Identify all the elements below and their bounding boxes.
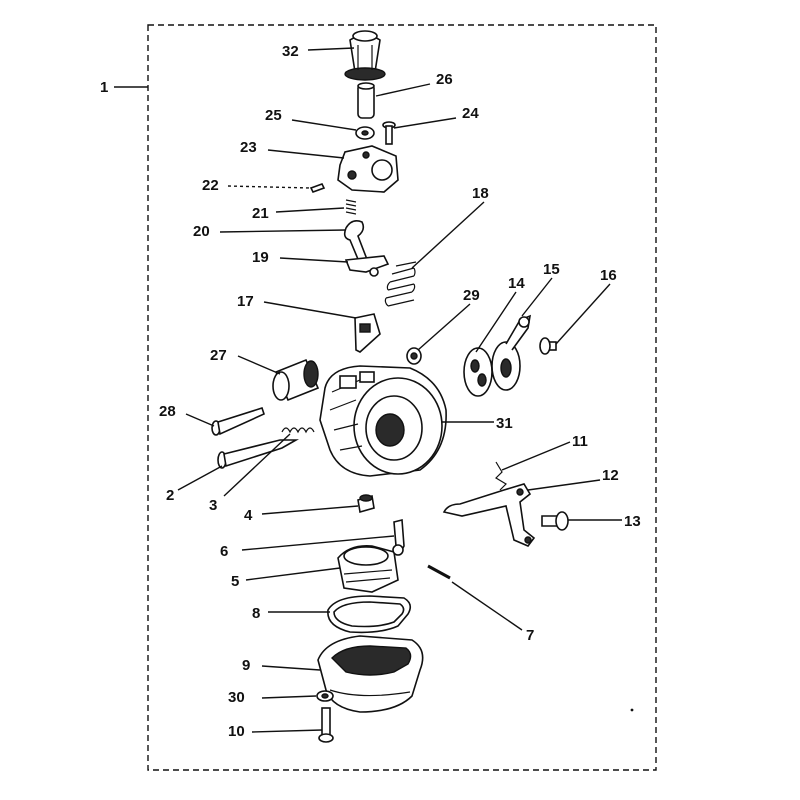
callout-label-2: 2 [166, 487, 174, 504]
part-31-carburetor-body [319, 365, 447, 477]
part-11-spring-wire [495, 461, 507, 491]
part-13-screw [541, 511, 569, 531]
part-28-screw [211, 406, 265, 436]
leader-29 [417, 303, 471, 351]
leader-26 [375, 83, 431, 97]
leader-22 [227, 185, 311, 189]
part-15-pump-cover [491, 314, 532, 391]
callout-label-5: 5 [231, 573, 239, 590]
callout-label-12: 12 [602, 467, 619, 484]
leader-24 [393, 117, 457, 129]
callout-label-29: 29 [463, 287, 480, 304]
leader-17 [263, 301, 357, 319]
part-24-screw [382, 121, 396, 145]
leader-2 [177, 465, 223, 491]
callout-label-21: 21 [252, 205, 269, 222]
part-5-float [337, 544, 404, 593]
leader-16 [555, 283, 611, 345]
callout-label-28: 28 [159, 403, 176, 420]
part-2-adjusting-screw [217, 439, 300, 469]
callout-label-25: 25 [265, 107, 282, 124]
part-21-spring [345, 199, 357, 215]
callout-label-6: 6 [220, 543, 228, 560]
leader-14 [475, 291, 517, 353]
leader-11 [501, 441, 571, 471]
callout-label-15: 15 [543, 261, 560, 278]
part-30-washer [316, 690, 334, 702]
leader-27 [237, 355, 281, 375]
callout-label-31: 31 [496, 415, 513, 432]
callout-label-18: 18 [472, 185, 489, 202]
leader-19 [279, 257, 349, 263]
part-18-spring [384, 261, 417, 307]
callout-label-11: 11 [572, 433, 588, 450]
part-32-plunger-cap [344, 30, 386, 81]
callout-label-10: 10 [228, 723, 245, 740]
callout-label-32: 32 [282, 43, 299, 60]
part-25-nut [355, 126, 375, 140]
part-23-top-cover [337, 145, 399, 193]
part-8-gasket-ring [327, 595, 412, 634]
callout-label-14: 14 [508, 275, 525, 292]
leader-25 [291, 119, 357, 131]
stray-dot [630, 708, 634, 712]
callout-label-8: 8 [252, 605, 260, 622]
part-10-bolt [318, 707, 334, 743]
callout-label-9: 9 [242, 657, 250, 674]
part-26-needle-slide [357, 82, 375, 119]
leader-32 [307, 47, 355, 51]
part-17-clip [354, 313, 381, 353]
leader-20 [219, 229, 347, 233]
leader-9 [261, 665, 321, 671]
leader-10 [251, 729, 323, 733]
callout-label-4: 4 [244, 507, 253, 524]
leader-12 [527, 479, 601, 491]
callout-label-7: 7 [526, 627, 534, 644]
leader-21 [275, 207, 345, 213]
part-14-gasket [463, 347, 493, 397]
leader-30 [261, 695, 317, 699]
leader-6 [241, 535, 395, 551]
part-16-screw [539, 337, 557, 355]
callout-label-23: 23 [240, 139, 257, 156]
part-27-filter [272, 358, 320, 402]
assembly-boundary [147, 24, 657, 771]
callout-label-3: 3 [209, 497, 217, 514]
callout-label-24: 24 [462, 105, 479, 122]
leader-5 [245, 567, 341, 581]
leader-18 [411, 201, 485, 269]
assembly-callout: 1 [100, 79, 148, 96]
leader-28 [185, 413, 215, 427]
part-20-lever [343, 220, 370, 265]
callout-label-22: 22 [202, 177, 219, 194]
callout-label-20: 20 [193, 223, 210, 240]
callout-label-26: 26 [436, 71, 453, 88]
callout-label-16: 16 [600, 267, 617, 284]
callout-label-1: 1 [100, 79, 108, 96]
leader-4 [261, 505, 359, 515]
part-3-spring [281, 427, 315, 434]
part-19-bracket [344, 255, 390, 277]
callout-label-13: 13 [624, 513, 641, 530]
part-29-nut [406, 347, 422, 365]
leader-7 [451, 581, 523, 631]
leader-23 [267, 149, 345, 159]
part-22-pin [309, 183, 326, 193]
part-4-jet [357, 494, 375, 514]
callout-label-19: 19 [252, 249, 269, 266]
part-7-pin [427, 564, 451, 580]
part-9-float-bowl [317, 635, 424, 713]
callout-label-27: 27 [210, 347, 227, 364]
callout-label-17: 17 [237, 293, 254, 310]
leader-3 [223, 433, 291, 497]
leader-15 [521, 277, 553, 317]
callout-label-30: 30 [228, 689, 245, 706]
part-12-throttle-lever [442, 483, 536, 547]
